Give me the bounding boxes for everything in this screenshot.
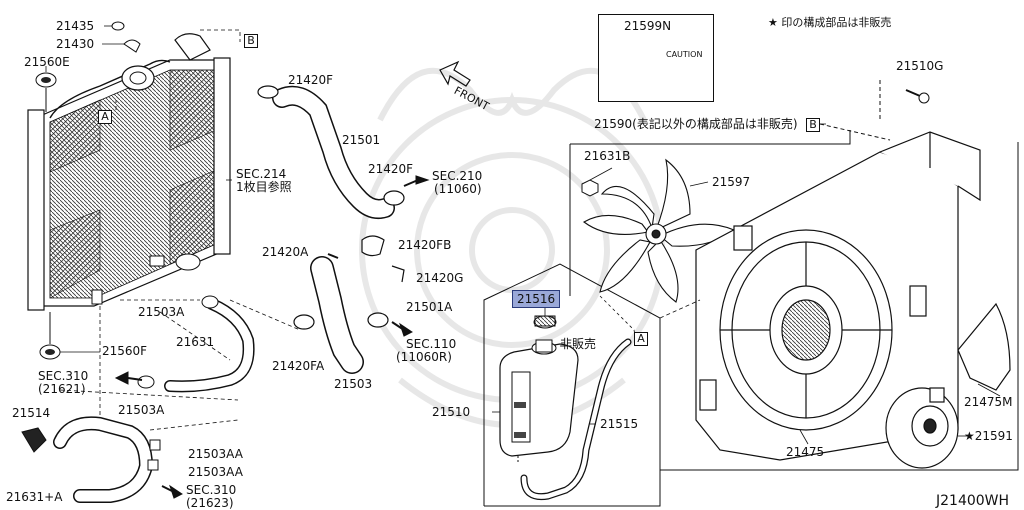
- ref-box-a-left: A: [98, 110, 112, 124]
- label-21631b: 21631B: [584, 149, 631, 163]
- label-sec210: SEC.210: [432, 169, 483, 183]
- label-21435: 21435: [56, 19, 95, 33]
- label-21503aa-2: 21503AA: [188, 465, 243, 479]
- label-21590: 21590(表記以外の構成部品は非販売): [594, 117, 798, 131]
- radiator-assembly: [27, 21, 231, 360]
- diagram-code: J21400WH: [936, 493, 1010, 509]
- label-21420f-mid: 21420F: [368, 162, 414, 176]
- heater-hose: [137, 295, 255, 393]
- front-arrow: [439, 60, 471, 87]
- label-21503a-bottom: 21503A: [118, 403, 165, 417]
- label-21631a: 21631+A: [6, 490, 63, 504]
- non-sale-note: ★ 印の構成部品は非販売: [768, 16, 892, 29]
- label-21420fb: 21420FB: [398, 238, 452, 252]
- motor-cover: [957, 302, 1011, 391]
- label-21420f-top: 21420F: [288, 73, 334, 87]
- label-sec110-ref: (11060R): [396, 350, 452, 364]
- lower-hose: [293, 235, 405, 374]
- label-21420a: 21420A: [262, 245, 309, 259]
- label-21631: 21631: [176, 335, 215, 349]
- ref-box-b-right: B: [806, 118, 820, 132]
- sec-arrows: [114, 175, 430, 499]
- label-sec214: SEC.214: [236, 167, 287, 181]
- cooling-fan-blade: [583, 158, 736, 303]
- label-21560f: 21560F: [102, 344, 148, 358]
- label-sec210-ref: (11060): [434, 182, 482, 196]
- screw: [905, 89, 930, 104]
- fan-motor: [885, 387, 959, 469]
- label-21514: 21514: [12, 406, 51, 420]
- ref-box-a-right: A: [634, 332, 648, 346]
- label-21430: 21430: [56, 37, 95, 51]
- label-sec310-a-ref: (21621): [38, 382, 86, 396]
- label-sec110: SEC.110: [406, 337, 457, 351]
- reservoir-frame: [483, 263, 661, 507]
- label-sec310-b-ref: (21623): [186, 496, 234, 510]
- fan-leaders: [589, 123, 1001, 445]
- label-21475: 21475: [786, 445, 825, 459]
- label-21503aa-1: 21503AA: [188, 447, 243, 461]
- label-21510g: 21510G: [896, 59, 944, 73]
- label-21501: 21501: [342, 133, 381, 147]
- label-21420g: 21420G: [416, 271, 464, 285]
- caution-text: CAUTION: [666, 50, 703, 59]
- fan-shroud: [695, 131, 981, 461]
- label-21510: 21510: [432, 405, 471, 419]
- label-21591: ★21591: [964, 429, 1013, 443]
- caution-part-number: 21599N: [624, 19, 672, 33]
- ref-box-b-left: B: [244, 34, 258, 48]
- fan-shroud-frame: [569, 80, 1019, 471]
- reference-dashes: [59, 29, 301, 431]
- label-21503: 21503: [334, 377, 373, 391]
- label-21516-highlighted[interactable]: 21516: [512, 290, 561, 308]
- label-sec310-b: SEC.310: [186, 483, 237, 497]
- overflow-hose: [520, 338, 632, 501]
- label-21503a-top: 21503A: [138, 305, 185, 319]
- label-21475m: 21475M: [964, 395, 1013, 409]
- caution-label-box: [598, 14, 714, 102]
- label-21501a: 21501A: [406, 300, 453, 314]
- label-sec310-a: SEC.310: [38, 369, 89, 383]
- label-21560e: 21560E: [24, 55, 70, 69]
- upper-hose: [257, 85, 405, 219]
- label-21597: 21597: [712, 175, 751, 189]
- nut: [581, 179, 599, 197]
- label-21420fa: 21420FA: [272, 359, 325, 373]
- lower-bypass-hose: [21, 416, 161, 503]
- label-hanbai: 非販売: [560, 337, 597, 351]
- label-sec214-note: 1枚目参照: [236, 180, 292, 194]
- reservoir-tank: [499, 315, 579, 464]
- label-21515: 21515: [600, 417, 639, 431]
